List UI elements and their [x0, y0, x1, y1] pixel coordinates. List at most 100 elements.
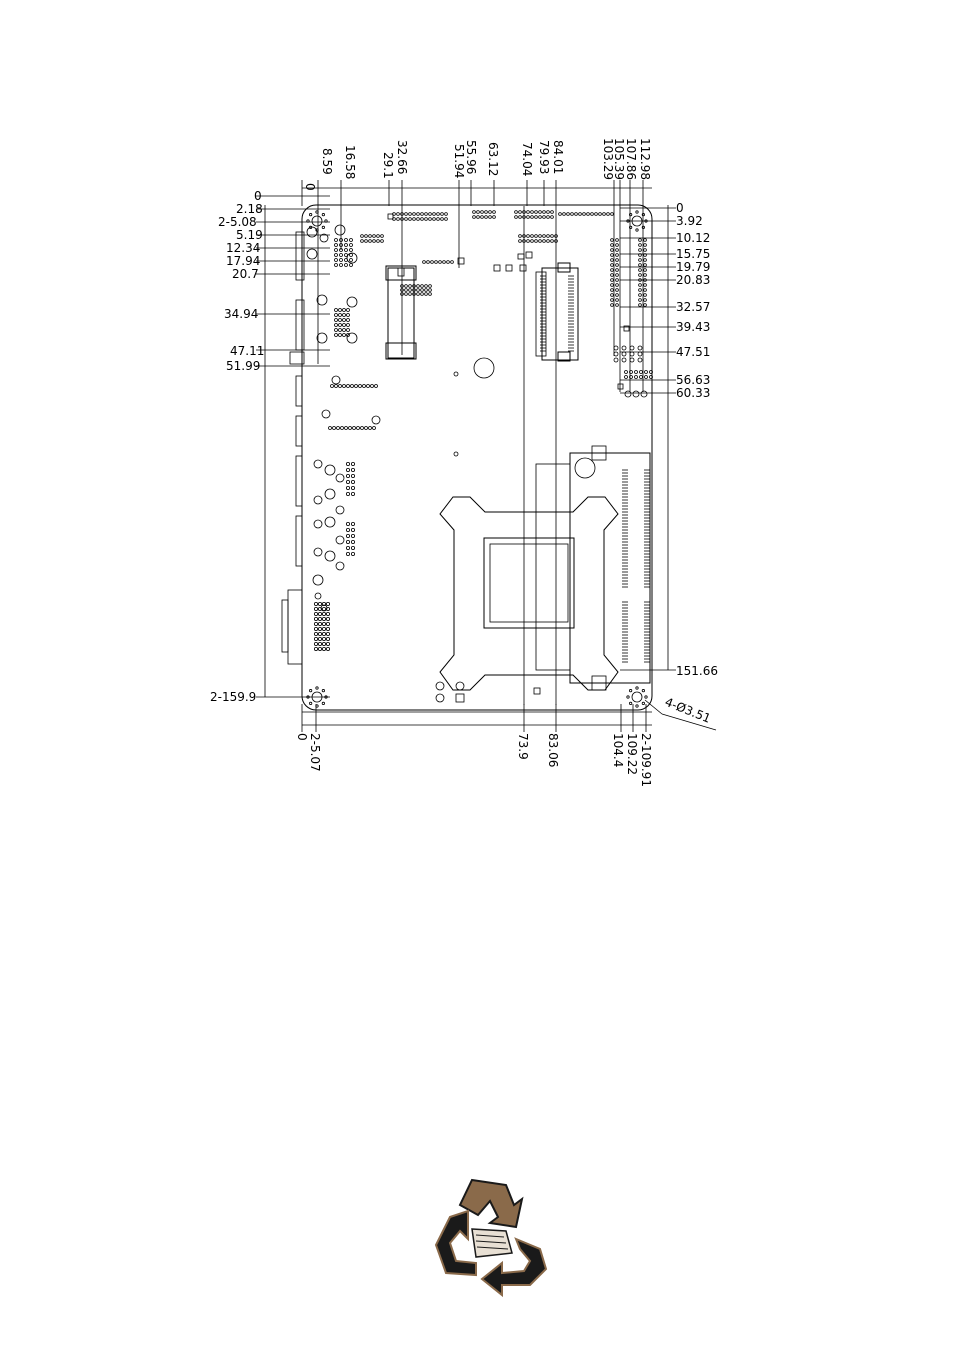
- header-pin: [326, 642, 329, 645]
- board-feature: [347, 333, 357, 343]
- top-dim-10: 84.01: [551, 140, 565, 174]
- header-pin: [645, 376, 648, 379]
- header-pin: [429, 293, 432, 296]
- board-feature: [317, 333, 327, 343]
- right-dim-7: 39.43: [676, 320, 710, 334]
- header-pin: [547, 235, 550, 238]
- header-pin: [346, 480, 349, 483]
- header-pin: [314, 622, 317, 625]
- header-pin: [350, 249, 353, 252]
- board-feature: [315, 593, 321, 599]
- header-pin: [326, 617, 329, 620]
- header-pin: [515, 211, 518, 214]
- header-pin: [346, 552, 349, 555]
- right-dim-2: 10.12: [676, 231, 710, 245]
- header-pin: [587, 213, 590, 216]
- header-pin: [365, 235, 368, 238]
- header-pin: [318, 637, 321, 640]
- header-pin: [644, 264, 647, 267]
- header-pin: [551, 211, 554, 214]
- header-pin: [638, 358, 642, 362]
- header-pin: [350, 254, 353, 257]
- hole-ring-dot: [642, 689, 644, 691]
- header-pin: [346, 492, 349, 495]
- header-pin: [335, 309, 338, 312]
- header-pin: [531, 216, 534, 219]
- header-pin: [346, 540, 349, 543]
- header-pin: [519, 240, 522, 243]
- header-pin: [335, 239, 338, 242]
- header-pin: [531, 211, 534, 214]
- header-pin: [417, 218, 420, 221]
- header-pin: [353, 427, 356, 430]
- header-pin: [351, 462, 354, 465]
- header-pin: [339, 385, 342, 388]
- header-pin: [405, 285, 408, 288]
- header-pin: [535, 240, 538, 243]
- header-pin: [326, 612, 329, 615]
- header-pin: [335, 334, 338, 337]
- right-dim-0: 0: [676, 201, 684, 215]
- header-pin: [616, 289, 619, 292]
- header-pin: [611, 254, 614, 257]
- header-pin: [640, 376, 643, 379]
- right-dim-9: 56.63: [676, 373, 710, 387]
- header-pin: [329, 427, 332, 430]
- header-pin: [611, 213, 614, 216]
- bottom-dimension-labels: 0 2-5.07 73.9 83.06 104.4 109.22 2-109.9…: [295, 733, 653, 787]
- header-pin: [429, 289, 432, 292]
- header-pin: [413, 218, 416, 221]
- header-pin: [425, 285, 428, 288]
- right-dim-1: 3.92: [676, 214, 703, 228]
- header-pin: [575, 213, 578, 216]
- header-pin: [417, 289, 420, 292]
- header-pin: [421, 293, 424, 296]
- left-dim-4: 12.34: [226, 241, 260, 255]
- hole-ring-dot: [316, 687, 318, 689]
- board-pad: [506, 265, 512, 271]
- header-pin: [326, 627, 329, 630]
- header-pin: [437, 218, 440, 221]
- header-pin: [611, 259, 614, 262]
- header-pin: [638, 346, 642, 350]
- header-pin: [335, 329, 338, 332]
- header-pin: [543, 240, 546, 243]
- header-pin: [551, 216, 554, 219]
- header-pin: [614, 352, 618, 356]
- header-pin: [359, 385, 362, 388]
- header-pin: [421, 289, 424, 292]
- header-pin: [314, 612, 317, 615]
- header-pin: [644, 239, 647, 242]
- header-pin: [439, 261, 442, 264]
- header-pin: [346, 468, 349, 471]
- hole-ring-dot: [642, 702, 644, 704]
- board-feature: [317, 295, 327, 305]
- right-dim-11: 151.66: [676, 664, 718, 678]
- header-pin: [405, 218, 408, 221]
- header-pin: [616, 249, 619, 252]
- board-feature: [347, 297, 357, 307]
- header-pin: [367, 385, 370, 388]
- dimension-lines: [256, 180, 676, 732]
- header-pin: [616, 274, 619, 277]
- header-pin: [326, 602, 329, 605]
- header-pin: [314, 647, 317, 650]
- board-feature: [332, 376, 340, 384]
- header-pin: [335, 254, 338, 257]
- header-pin: [644, 294, 647, 297]
- left-dim-6: 20.7: [232, 267, 259, 281]
- header-pin: [639, 269, 642, 272]
- header-pin: [527, 240, 530, 243]
- header-pin: [417, 293, 420, 296]
- board-feature: [313, 575, 323, 585]
- bottom-dim-4: 104.4: [611, 733, 625, 767]
- header-pin: [340, 264, 343, 267]
- header-pin: [611, 304, 614, 307]
- header-pin: [335, 314, 338, 317]
- header-pin: [639, 299, 642, 302]
- header-pin: [369, 240, 372, 243]
- header-pin: [339, 319, 342, 322]
- cpu-socket-bracket: [440, 497, 618, 690]
- left-dim-2: 2-5.08: [218, 215, 257, 229]
- hole-ring-dot: [636, 687, 638, 689]
